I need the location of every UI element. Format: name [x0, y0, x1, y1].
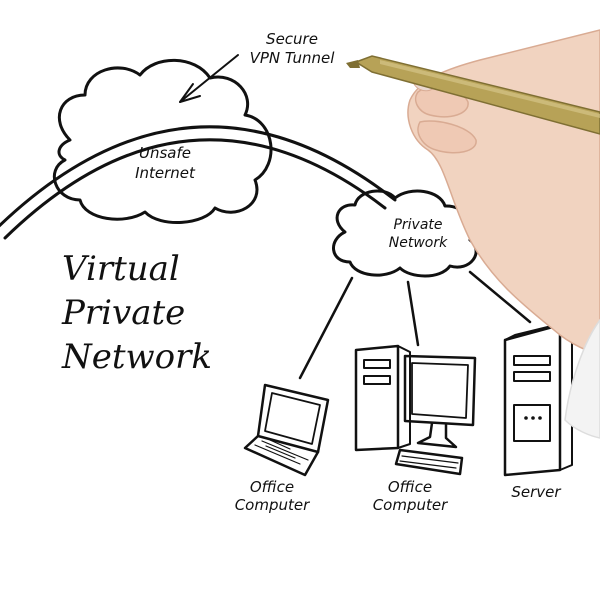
internet-label-line1: Unsafe [139, 144, 191, 162]
sleeve [564, 318, 600, 439]
server-label: Server [511, 483, 561, 501]
arrow-icon [179, 54, 239, 103]
cloud-icon [52, 58, 273, 224]
laptop-label-line1: Office [250, 478, 294, 496]
connection-lines [298, 270, 532, 380]
vpn-label-line1: Secure [266, 30, 318, 48]
vpn-tunnel-label: Secure VPN Tunnel [179, 30, 336, 103]
private-label-line1: Private [393, 217, 442, 233]
desktop-computer-icon [354, 344, 477, 476]
desktop-label-line2: Computer [373, 496, 448, 514]
desktop-label-line1: Office [388, 478, 432, 496]
hand-with-pen [346, 29, 600, 439]
laptop-label-line2: Computer [235, 496, 310, 514]
internet-label-line2: Internet [135, 164, 196, 182]
title-line1: Virtual [62, 249, 180, 289]
unsafe-internet-cloud: Unsafe Internet [52, 58, 273, 224]
title-line2: Private [61, 293, 185, 333]
arrow-head-icon [179, 83, 201, 103]
diagram-title: Virtual Private Network [61, 249, 212, 377]
server-tower-icon [503, 321, 573, 477]
vpn-tunnel-arc [0, 125, 397, 240]
laptop-icon [243, 383, 330, 477]
pen-icon [346, 55, 600, 135]
title-line3: Network [61, 337, 212, 377]
vpn-label-line2: VPN Tunnel [250, 49, 336, 67]
private-label-line2: Network [389, 235, 448, 251]
